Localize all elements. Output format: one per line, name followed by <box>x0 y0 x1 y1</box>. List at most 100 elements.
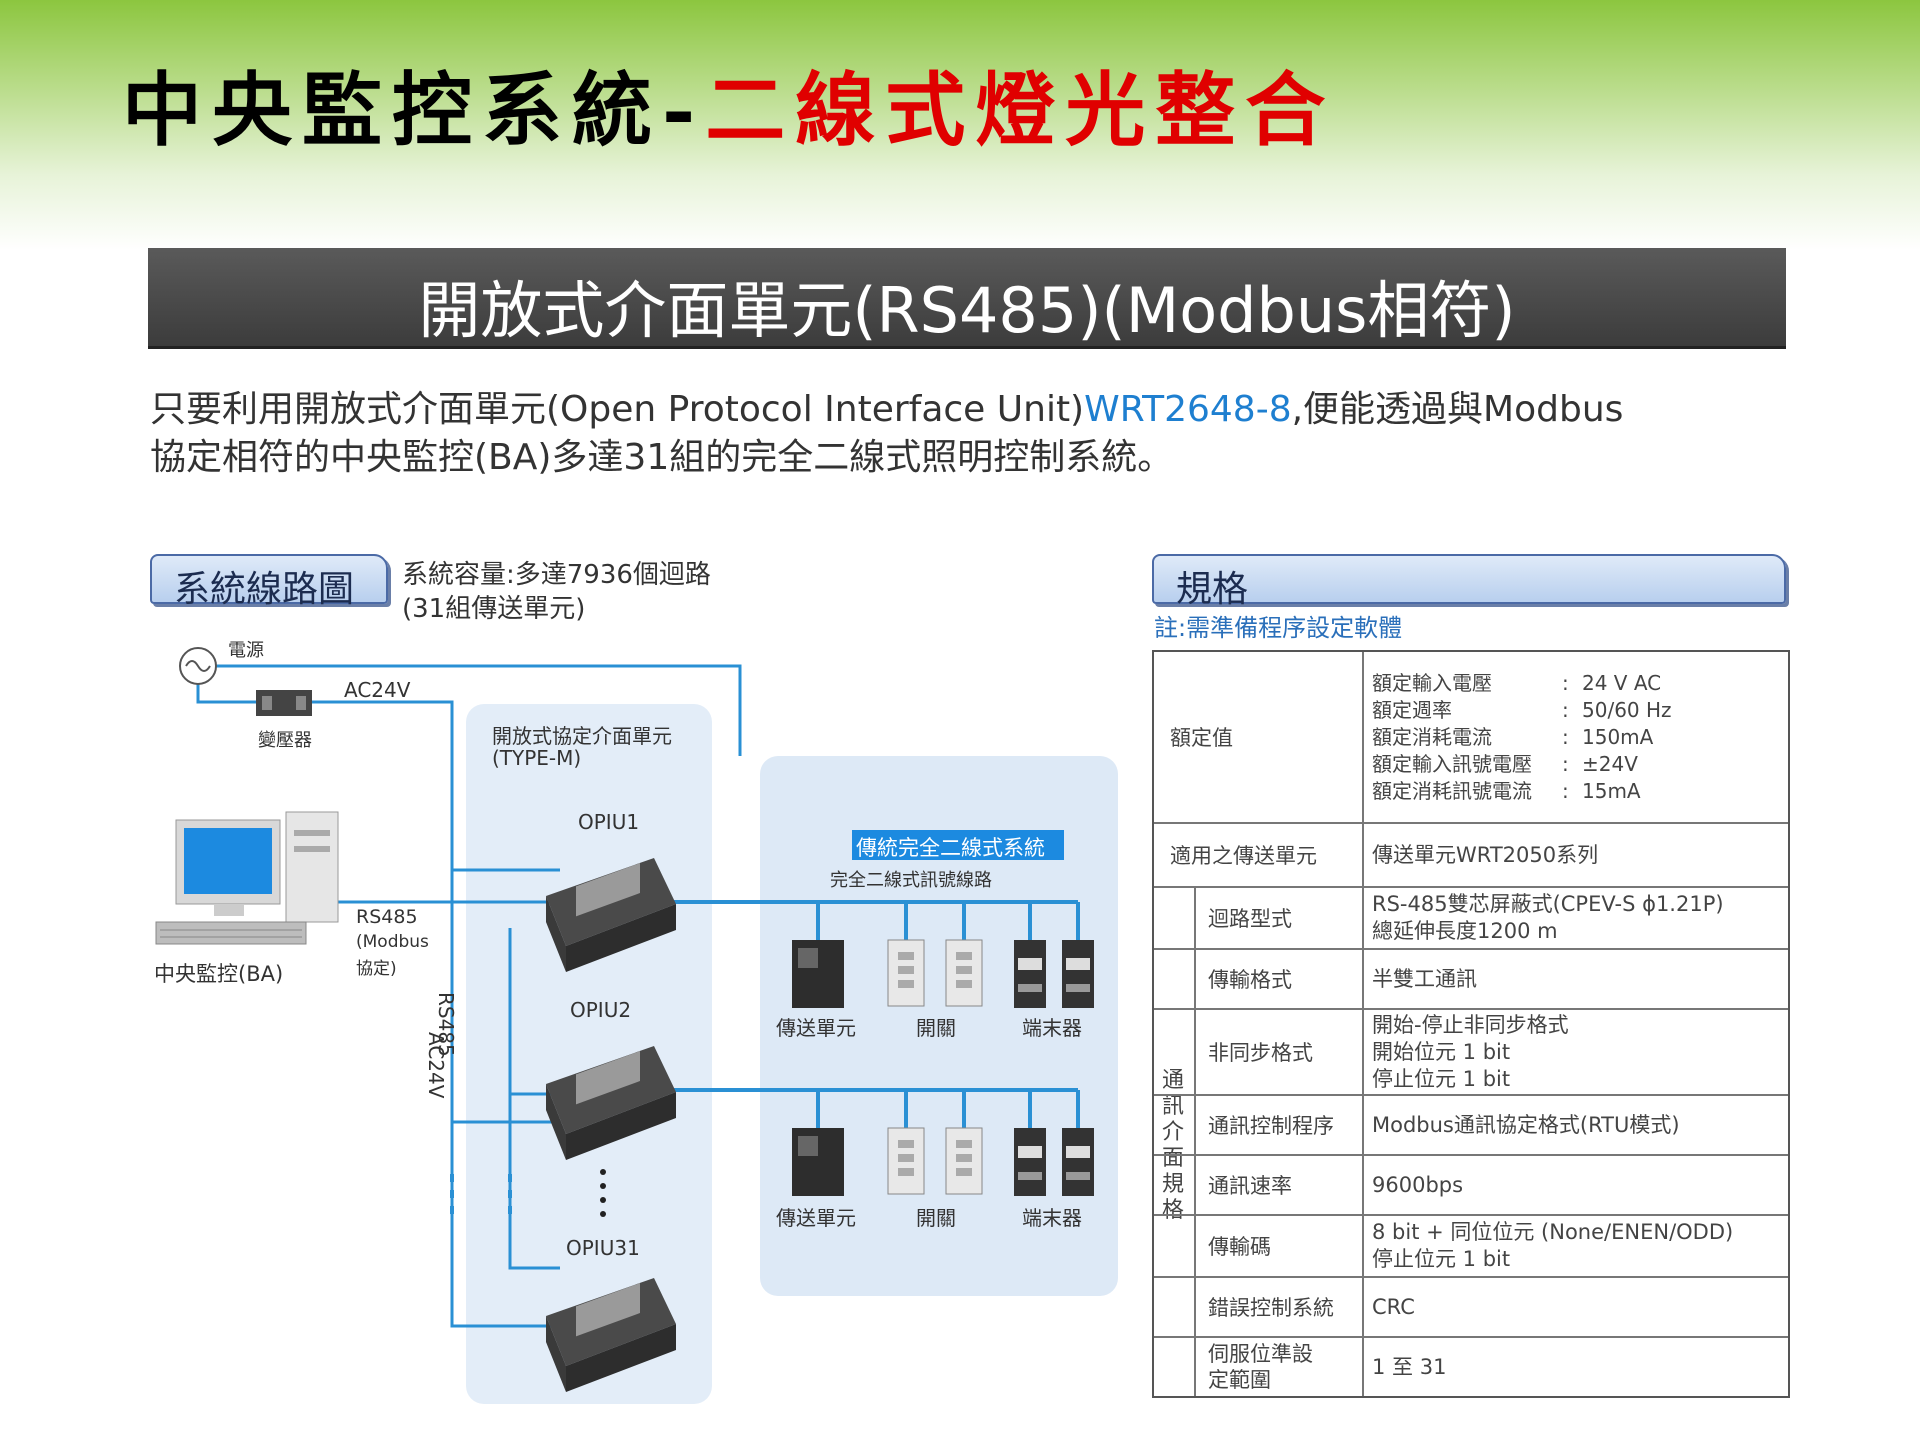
power-source-icon <box>179 647 217 685</box>
spec-row-rated: 額定值 額定輸入電壓:24 V AC 額定週率:50/60 Hz 額定消耗電流:… <box>1154 652 1788 824</box>
terminal-icon-2b <box>1062 1128 1094 1196</box>
opiu-caption-2: (TYPE-M) <box>492 746 582 770</box>
power-label: 電源 <box>228 640 264 661</box>
switch-icon-2a <box>887 1127 925 1195</box>
comm-spec-group-label: 通訊介面規格 <box>1161 1068 1184 1223</box>
spec-row: 通訊控制程序 Modbus通訊協定格式(RTU模式) <box>1154 1096 1788 1156</box>
spec-row-value: CRC <box>1372 1294 1415 1319</box>
tx-value: 傳送單元WRT2050系列 <box>1372 842 1599 867</box>
spec-row: 傳輸格式 半雙工通訊 <box>1154 950 1788 1010</box>
intro-line2: 協定相符的中央監控(BA)多達31組的完全二線式照明控制系統。 <box>150 437 1174 478</box>
spec-row-value: 半雙工通訊 <box>1372 966 1477 991</box>
switch-label-1: 開關 <box>916 1016 956 1040</box>
spec-divider <box>1362 1278 1364 1336</box>
spec-divider <box>1362 1338 1364 1396</box>
spec-row-label: 傳輸碼 <box>1208 1235 1271 1259</box>
opiu-panel <box>466 704 712 1404</box>
spec-divider <box>1362 652 1364 822</box>
opiu2-label: OPIU2 <box>570 998 632 1022</box>
title-band <box>0 0 1920 250</box>
opiu31-label: OPIU31 <box>566 1236 640 1260</box>
tx-unit-label-1: 傳送單元 <box>776 1016 856 1040</box>
signal-bus-2 <box>650 1088 1080 1128</box>
spec-row: 伺服位準設定範圍 1 至 31 <box>1154 1338 1788 1396</box>
rated-key: 額定消耗電流 <box>1372 724 1492 749</box>
rated-value: ±24V <box>1582 751 1638 776</box>
spec-row-tx: 適用之傳送單元 傳送單元WRT2050系列 <box>1154 824 1788 888</box>
intro-part1: 只要利用開放式介面單元(Open Protocol Interface Unit… <box>150 389 1085 430</box>
banner-text: 開放式介面單元(RS485)(Modbus相符) <box>418 274 1516 347</box>
opiu2-device <box>546 1046 676 1160</box>
tx-unit-label-2: 傳送單元 <box>776 1206 856 1230</box>
rated-value: 24 V AC <box>1582 670 1662 695</box>
spec-value-line: 開始位元 1 bit <box>1372 1039 1511 1064</box>
opiu1-device <box>546 858 676 972</box>
spec-divider <box>1362 824 1364 886</box>
rated-key: 額定週率 <box>1372 697 1452 722</box>
rs485-label: RS485 <box>356 906 418 928</box>
switch-label-2: 開關 <box>916 1206 956 1230</box>
diagram-tab-label: 系統線路圖 <box>174 569 355 610</box>
rated-key: 額定輸入電壓 <box>1372 670 1492 695</box>
spec-row-value: 1 至 31 <box>1372 1354 1447 1379</box>
ac24v-vertical-label: AC24V <box>424 1032 448 1099</box>
diagram-tab: 系統線路圖 <box>150 554 388 610</box>
spec-value-line: RS-485雙芯屏蔽式(CPEV-S ϕ1.21P) <box>1372 892 1724 916</box>
opiu31-device <box>546 1278 676 1392</box>
spec-row-label: 通訊控制程序 <box>1208 1114 1334 1138</box>
rs485-lines <box>326 900 560 1270</box>
ba-label: 中央監控(BA) <box>154 962 284 986</box>
capacity-line1: 系統容量:多達7936個迴路 <box>402 560 711 590</box>
continuation-dots <box>450 1174 512 1214</box>
spec-divider <box>1362 1156 1364 1214</box>
opiu-caption-1: 開放式協定介面單元 <box>492 724 672 748</box>
spec-tab-label: 規格 <box>1176 569 1249 610</box>
intro-model: WRT2648-8 <box>1084 389 1292 430</box>
comm-spec-group: 通訊介面規格 <box>1154 888 1196 1396</box>
spec-row-label: 傳輸格式 <box>1208 968 1292 992</box>
capacity-line2: (31組傳送單元) <box>402 594 586 624</box>
rated-value: 150mA <box>1582 724 1654 749</box>
spec-value-line: 總延伸長度1200 m <box>1372 919 1558 943</box>
spec-row: 通訊速率 9600bps <box>1154 1156 1788 1216</box>
modbus-label-2: 協定) <box>356 959 397 979</box>
opiu1-label: OPIU1 <box>578 810 640 834</box>
signal-line-label: 完全二線式訊號線路 <box>830 870 992 891</box>
intro-paragraph: 只要利用開放式介面單元(Open Protocol Interface Unit… <box>150 386 1750 482</box>
terminal-icon-2a <box>1014 1128 1046 1196</box>
spec-value-line: 停止位元 1 bit <box>1372 1066 1511 1091</box>
slide-title-highlight: 二線式燈光整合 <box>705 63 1336 157</box>
rated-value: 15mA <box>1582 778 1641 803</box>
intro-part2: ,便能透過與Modbus <box>1291 389 1624 430</box>
spec-row: 迴路型式 RS-485雙芯屏蔽式(CPEV-S ϕ1.21P) 總延伸長度1200… <box>1154 888 1788 950</box>
spec-row-label: 伺服位準設定範圍 <box>1208 1342 1313 1392</box>
modbus-label-1: (Modbus <box>356 932 429 952</box>
spec-row-value: Modbus通訊協定格式(RTU模式) <box>1372 1112 1680 1137</box>
slide-title-main: 中央監控系統- <box>122 63 706 157</box>
spec-divider <box>1362 888 1364 948</box>
rated-key: 額定輸入訊號電壓 <box>1372 751 1532 776</box>
computer-icon <box>155 811 339 945</box>
spec-value-line: 停止位元 1 bit <box>1372 1247 1511 1271</box>
spec-divider <box>1362 1216 1364 1276</box>
legacy-system-title: 傳統完全二線式系統 <box>856 836 1045 860</box>
switch-icon-1b <box>945 939 983 1007</box>
switch-icon-1a <box>887 939 925 1007</box>
spec-row-label: 迴路型式 <box>1208 907 1292 931</box>
transformer-icon <box>256 690 312 716</box>
switch-icon-2b <box>945 1127 983 1195</box>
spec-row-label: 非同步格式 <box>1208 1041 1313 1065</box>
tx-unit-icon-1 <box>792 940 844 1008</box>
opiu-ellipsis <box>600 1169 606 1217</box>
ac24v-top-label: AC24V <box>344 678 411 702</box>
spec-table: 額定值 額定輸入電壓:24 V AC 額定週率:50/60 Hz 額定消耗電流:… <box>1152 650 1790 1398</box>
terminal-icon-1a <box>1014 940 1046 1008</box>
spec-divider <box>1362 950 1364 1008</box>
rated-value: 50/60 Hz <box>1582 697 1672 722</box>
spec-note: 註:需準備程序設定軟體 <box>1154 614 1403 642</box>
rated-values: 額定輸入電壓:24 V AC 額定週率:50/60 Hz 額定消耗電流:150m… <box>1372 670 1672 803</box>
spec-divider <box>1362 1096 1364 1154</box>
spec-value-line: 開始-停止非同步格式 <box>1372 1012 1569 1037</box>
transformer-label: 變壓器 <box>258 730 312 751</box>
